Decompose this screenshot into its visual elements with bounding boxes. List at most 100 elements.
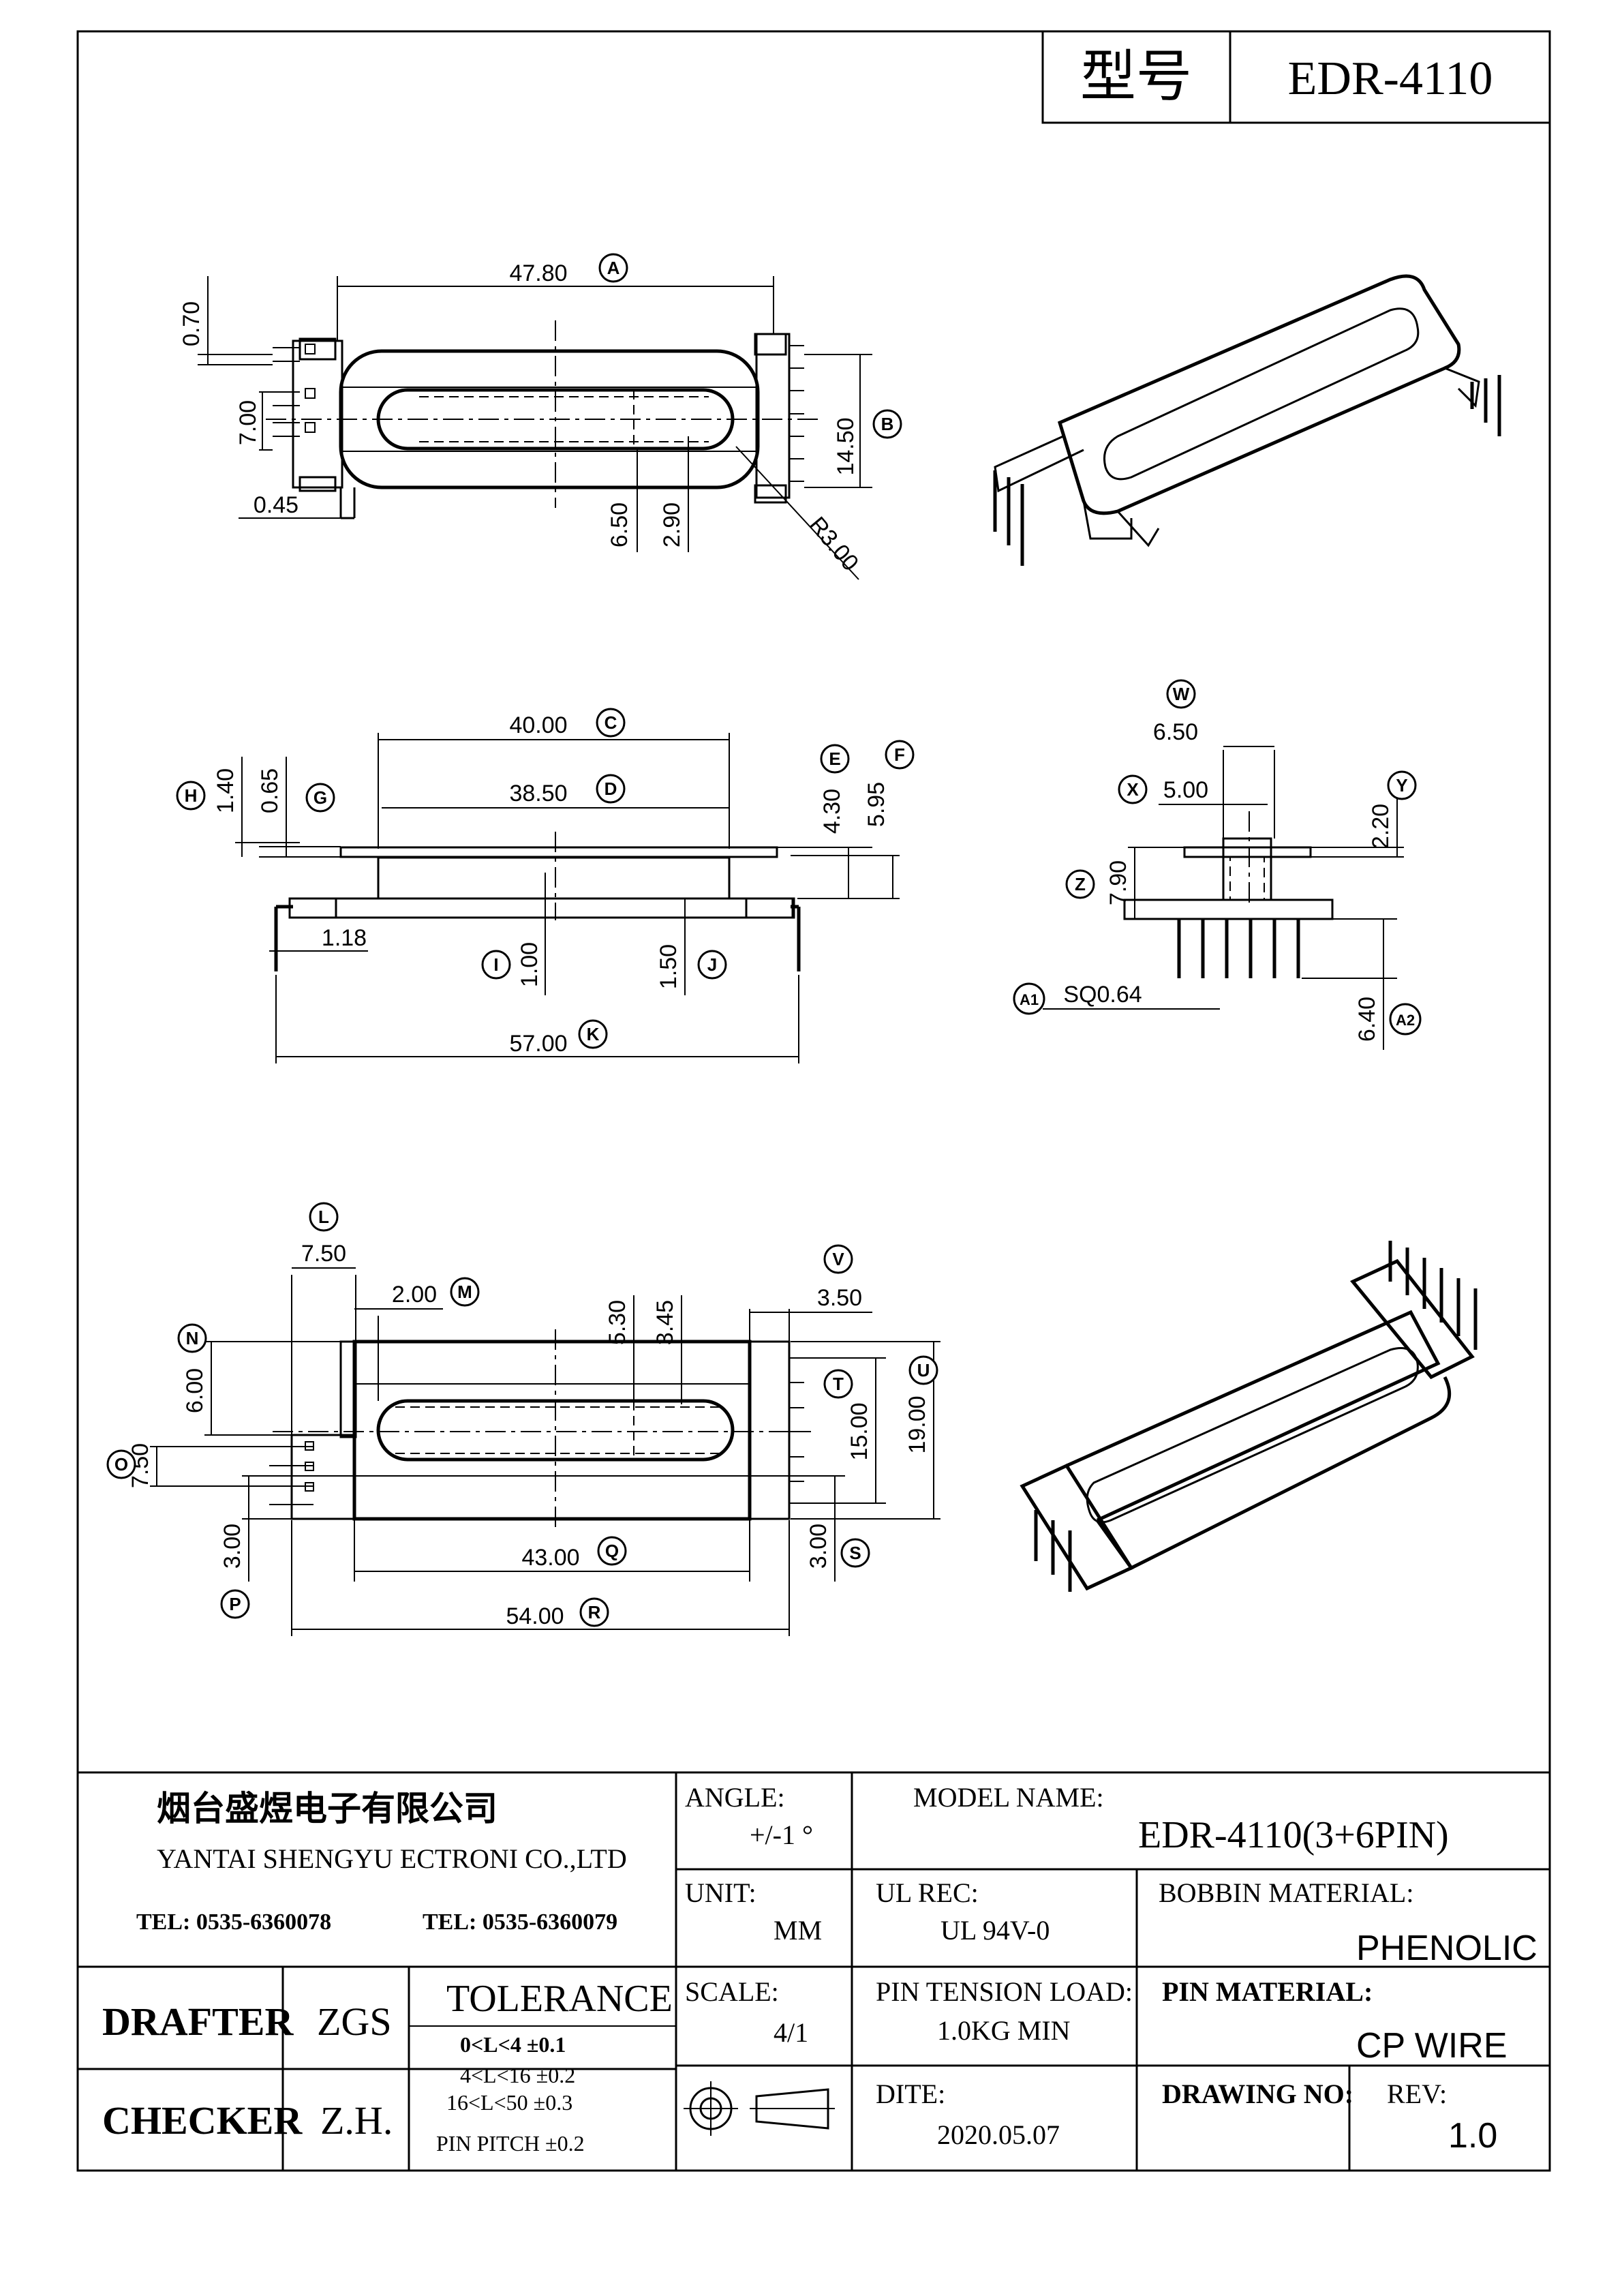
svg-text:X: X [1127,779,1139,800]
svg-text:I: I [493,954,498,975]
svg-text:O: O [114,1454,128,1475]
tel-1: TEL: 0535-6360078 [136,1909,331,1935]
tolerance-row-1: 0<L<4 ±0.1 [460,2032,566,2057]
svg-text:A1: A1 [1020,991,1039,1008]
bubble-U: U [908,1355,938,1385]
rev-label: REV: [1387,2079,1447,2109]
svg-text:Q: Q [605,1541,619,1561]
svg-text:U: U [917,1360,930,1380]
svg-text:G: G [313,787,327,808]
bubble-A1: A1 [1013,982,1045,1015]
bubble-Z: Z [1065,869,1095,899]
bubble-H: H [176,781,206,811]
bubble-I: I [481,950,511,980]
date-label: DITE: [876,2079,945,2109]
sheet-border [76,30,1551,2172]
dim-top-6-50: 6.50 [607,502,632,547]
dim-side-5-95: 5.95 [863,782,889,827]
header-model-box: 型号 EDR-4110 [1041,30,1551,124]
svg-text:V: V [832,1249,844,1269]
svg-text:B: B [881,414,894,434]
dim-end-sq0-64: SQ0.64 [1063,982,1142,1008]
bubble-R: R [579,1597,609,1627]
bubble-Y: Y [1387,770,1417,800]
dim-top-14-50: 14.50 [833,417,859,475]
dim-end-6-50: 6.50 [1153,719,1198,745]
side-view: 40.00 38.50 4.30 5.95 0.65 1.40 1.18 1.0… [213,712,900,1063]
svg-text:K: K [587,1024,600,1044]
svg-text:J: J [707,954,717,975]
dim-top-7-00: 7.00 [235,400,261,445]
dim-bottom-6-00: 6.00 [182,1368,208,1413]
rev-value: 1.0 [1448,2116,1497,2156]
pin-tension-label: PIN TENSION LOAD: [876,1976,1133,2007]
title-block: 烟台盛煜电子有限公司 YANTAI SHENGYU ECTRONI CO.,LT… [78,1771,1550,2171]
dim-bottom-43-00: 43.00 [521,1545,579,1571]
bubble-T: T [823,1369,853,1399]
angle-value: +/-1 ° [750,1819,813,1850]
date-value: 2020.05.07 [937,2119,1060,2150]
scale-value: 4/1 [774,2017,808,2048]
svg-text:A2: A2 [1396,1012,1415,1029]
model-name-label: MODEL NAME: [913,1782,1104,1813]
svg-text:T: T [833,1374,844,1394]
dim-end-5-00: 5.00 [1163,777,1208,803]
svg-text:R: R [588,1602,601,1622]
angle-label: ANGLE: [685,1782,785,1813]
tolerance-label: TOLERANCE [446,1978,673,2020]
svg-text:D: D [605,779,617,799]
bubble-D: D [596,774,626,804]
tel-2: TEL: 0535-6360079 [423,1909,617,1935]
pin-material-value: CP WIRE [1356,2026,1508,2066]
bubble-E: E [820,744,850,774]
dim-top-r3-00: R3.00 [804,512,863,576]
bubble-B: B [872,409,902,439]
svg-text:Z: Z [1075,874,1086,894]
company-name-en: YANTAI SHENGYU ECTRONI CO.,LTD [157,1843,627,1874]
dim-bottom-3-50: 3.50 [817,1285,862,1311]
svg-text:S: S [849,1543,861,1563]
dim-end-6-40: 6.40 [1354,997,1380,1042]
model-name-value: EDR-4110(3+6PIN) [1138,1814,1449,1856]
dim-bottom-19-00: 19.00 [904,1395,930,1453]
unit-value: MM [774,1915,822,1946]
dim-end-2-20: 2.20 [1368,804,1394,849]
svg-text:Y: Y [1396,775,1407,796]
bubble-G: G [305,783,335,813]
bubble-A2: A2 [1389,1003,1422,1036]
dim-bottom-7-50: 7.50 [301,1241,346,1267]
bubble-V: V [823,1244,853,1274]
bubble-X: X [1118,774,1148,804]
header-model-value: EDR-4110 [1288,52,1493,105]
dim-side-1-40: 1.40 [213,768,239,813]
bubble-F: F [885,740,915,770]
bubble-Q: Q [597,1536,627,1566]
drafter-value: ZGS [317,1999,392,2044]
dim-bottom-15-00: 15.00 [846,1402,872,1460]
dim-side-40-00: 40.00 [509,712,567,738]
dim-side-0-65: 0.65 [257,768,283,813]
dim-side-1-00: 1.00 [517,942,542,987]
tolerance-row-2: 4<L<16 ±0.2 [460,2063,575,2087]
company-name-cn: 烟台盛煜电子有限公司 [157,1789,498,1828]
dim-bottom-3-00a: 3.00 [219,1524,245,1569]
svg-text:P: P [229,1594,241,1614]
svg-text:A: A [607,258,620,278]
pin-tension-value: 1.0KG MIN [937,2015,1071,2046]
svg-text:H: H [185,785,198,806]
dim-end-7-90: 7.90 [1105,860,1131,905]
end-view: 6.50 5.00 2.20 7.90 SQ0.64 6.40 [1043,719,1404,1050]
bubble-M: M [450,1277,480,1307]
svg-text:C: C [605,712,617,733]
bobbin-material-label: BOBBIN MATERIAL: [1159,1877,1413,1908]
iso-view-top [993,274,1501,566]
bubble-O: O [106,1449,136,1479]
dim-side-57-00: 57.00 [509,1031,567,1057]
drafter-label: DRAFTER [102,1999,294,2044]
pin-material-label: PIN MATERIAL: [1162,1976,1373,2007]
bubble-P: P [220,1589,250,1619]
bubble-W: W [1166,679,1196,709]
ul-value: UL 94V-0 [940,1915,1050,1946]
drawing-no-label: DRAWING NO: [1162,2079,1353,2109]
dim-bottom-2-00: 2.00 [392,1282,437,1308]
